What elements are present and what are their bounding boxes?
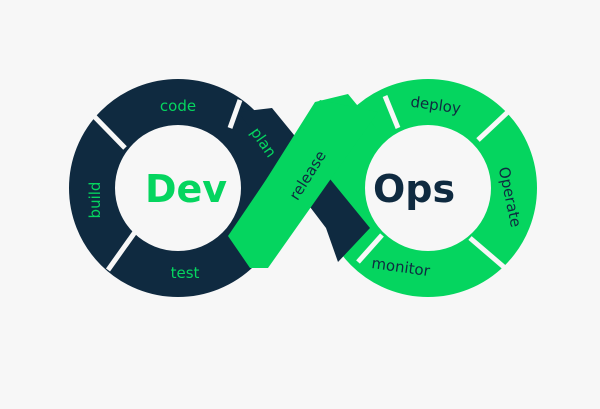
release-band-body <box>228 100 378 268</box>
stage-code: code <box>160 97 196 115</box>
ops-ring <box>319 79 537 297</box>
title-dev: Dev <box>145 167 227 211</box>
stage-test: test <box>171 264 200 282</box>
stage-build: build <box>86 182 104 219</box>
title-ops: Ops <box>373 167 455 211</box>
segment-gaps <box>86 95 512 272</box>
